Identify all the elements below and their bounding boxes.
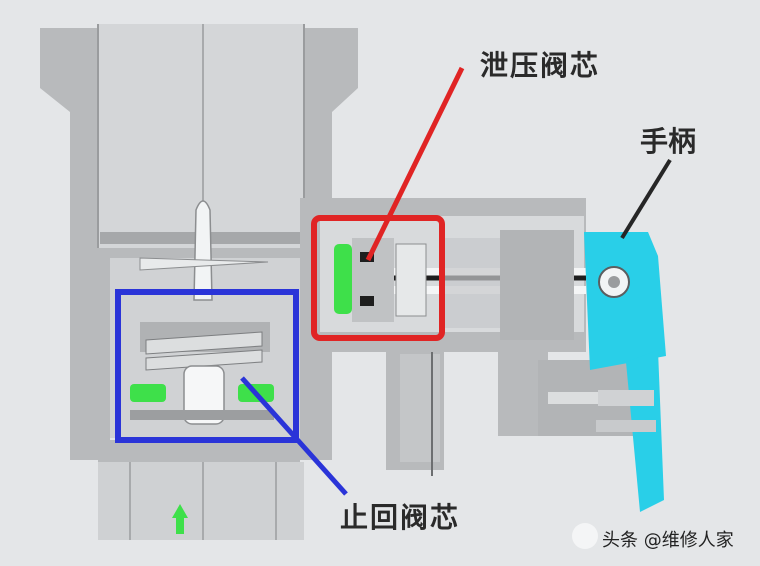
handle: [584, 232, 666, 512]
watermark-text: 头条 @维修人家: [602, 530, 734, 551]
relief-core-highlight-box: [311, 215, 445, 341]
check-core-highlight-box: [115, 289, 299, 443]
watermark-logo-icon: [572, 523, 598, 549]
label-handle: 手柄: [640, 125, 697, 158]
label-relief-valve-core: 泄压阀芯: [480, 49, 601, 82]
flow-arrow-icon: [172, 504, 188, 534]
label-check-valve-core: 止回阀芯: [340, 501, 461, 534]
check-leader-line: [240, 376, 348, 496]
relief-seal: [334, 244, 352, 314]
relief-leader-line: [365, 66, 465, 262]
valve-stem: [139, 200, 269, 301]
handle-leader-line: [620, 158, 672, 240]
relief-valve-core: [334, 238, 427, 322]
check-seal-left: [130, 384, 166, 402]
